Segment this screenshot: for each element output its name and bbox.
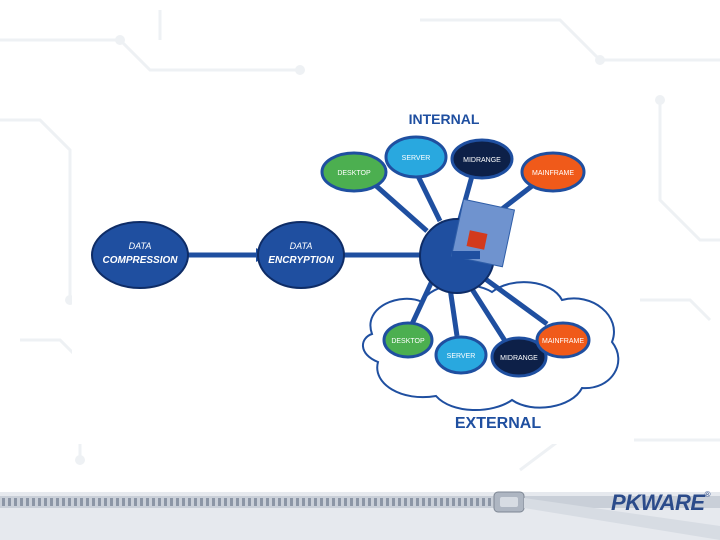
hub-to-external-midrange-link (467, 284, 510, 346)
internal-server-label: SERVER (402, 155, 431, 162)
encryption-line2: ENCRYPTION (268, 255, 334, 266)
data-encryption-node: DATA ENCRYPTION (257, 221, 345, 289)
data-flow-diagram: DATA COMPRESSION DATA ENCRYPTION INTERNA… (72, 96, 634, 444)
internal-mainframe-label: MAINFRAME (532, 170, 574, 177)
central-hub-node (419, 198, 516, 294)
hub-to-external-server-link (447, 287, 460, 337)
external-server-node: SERVER (434, 335, 488, 375)
hub-to-external-mainframe-link (482, 275, 549, 327)
external-desktop-node: DESKTOP (382, 321, 434, 359)
internal-mainframe-node: MAINFRAME (520, 151, 586, 193)
brand-name: PKWARE (611, 490, 705, 515)
external-server-label: SERVER (447, 353, 476, 360)
zipper-pull-icon (493, 491, 525, 513)
internal-server-node: SERVER (384, 135, 448, 179)
hub-to-internal-desktop-link (372, 182, 429, 233)
hub-to-external-desktop-link (409, 279, 435, 326)
product-box-icon (450, 198, 516, 268)
external-mainframe-label: MAINFRAME (542, 338, 584, 345)
external-midrange-label: MIDRANGE (500, 355, 538, 362)
data-compression-node: DATA COMPRESSION (91, 221, 189, 289)
internal-label: INTERNAL (409, 111, 480, 127)
external-desktop-label: DESKTOP (391, 338, 425, 345)
compression-line2: COMPRESSION (102, 255, 178, 266)
external-midrange-node: MIDRANGE (490, 336, 548, 378)
zipper-footer (0, 478, 720, 540)
internal-desktop-node: DESKTOP (320, 151, 388, 193)
external-mainframe-node: MAINFRAME (535, 321, 591, 359)
hub-to-internal-server-link (414, 172, 443, 223)
encryption-line1: DATA (290, 241, 313, 251)
registered-mark: ® (704, 490, 711, 499)
internal-midrange-node: MIDRANGE (450, 138, 514, 180)
compression-line1: DATA (129, 241, 152, 251)
external-label: EXTERNAL (455, 415, 541, 432)
internal-desktop-label: DESKTOP (337, 170, 371, 177)
pkware-logo: PKWARE® (611, 490, 711, 516)
internal-midrange-label: MIDRANGE (463, 157, 501, 164)
